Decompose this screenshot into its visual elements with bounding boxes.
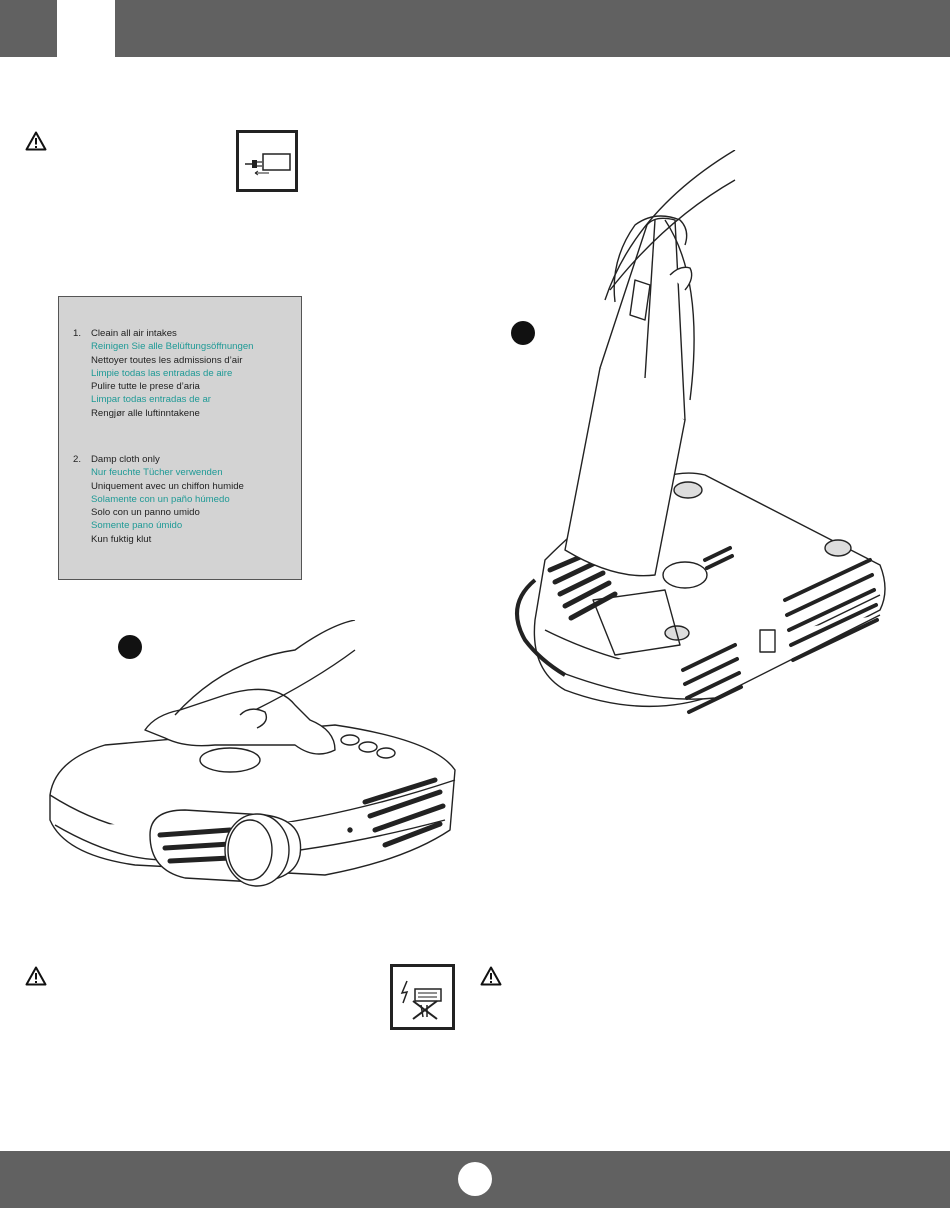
- step-number: 2.: [73, 454, 82, 465]
- step-line: Limpar todas entradas de ar: [91, 394, 211, 406]
- step-line: Somente pano úmido: [91, 520, 183, 532]
- page-number-circle: [458, 1162, 492, 1196]
- step-line: Solo con un panno umido: [91, 507, 200, 519]
- step-line: Nettoyer toutes les admissions d’air: [91, 354, 243, 366]
- wipe-cleaning-illustration: [45, 620, 465, 890]
- step-line: Kun fuktig klut: [91, 533, 152, 545]
- vacuum-cleaning-illustration: [505, 150, 895, 740]
- step-1-marker: [511, 321, 535, 345]
- unplug-power-icon: [236, 130, 298, 192]
- step-line: Pulire tutte le prese d’aria: [91, 381, 200, 393]
- warning-triangle-icon: [25, 966, 47, 986]
- step-line: Damp cloth only: [91, 454, 160, 465]
- step-number: 1.: [73, 328, 82, 339]
- step-line: Reinigen Sie alle Belüftungsöffnungen: [91, 341, 254, 353]
- step-2-marker: [118, 635, 142, 659]
- step-line: Cleain all air intakes: [91, 328, 177, 339]
- header-bar: [0, 0, 950, 57]
- step-line: Uniquement avec un chiffon humide: [91, 480, 244, 492]
- header-page-tab: [57, 0, 115, 57]
- warning-triangle-icon: [480, 966, 502, 986]
- step-line: Nur feuchte Tücher verwenden: [91, 467, 223, 479]
- cleaning-instructions-box: 1. Cleain all air intakes Reinigen Sie a…: [58, 296, 302, 580]
- no-liquid-spray-icon: [390, 964, 455, 1030]
- step-line: Limpie todas las entradas de aire: [91, 367, 233, 379]
- step-line: Solamente con un paño húmedo: [91, 493, 230, 505]
- step-line: Rengjør alle luftinntakene: [91, 407, 200, 419]
- warning-triangle-icon: [25, 131, 47, 151]
